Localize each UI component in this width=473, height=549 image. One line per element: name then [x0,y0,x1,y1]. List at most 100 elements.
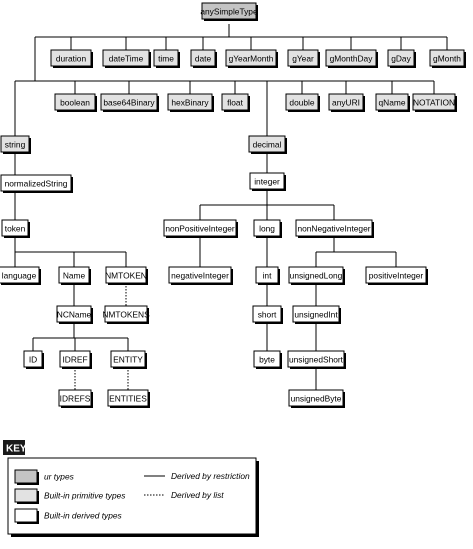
node-box [167,93,213,111]
node-label: decimal [253,139,282,149]
node-box [102,49,150,67]
type-node-gday: gDay [387,49,416,68]
node-box [253,350,281,368]
type-node-gmonthday: gMonthDay [325,49,378,68]
key-restriction-label: Derived by restriction [171,471,250,481]
node-box [292,305,340,323]
key-box [7,457,257,535]
key-list-label: Derived by list [171,490,224,500]
node-box [105,266,147,284]
type-node-notation: NOTATION [412,93,457,112]
node-label: base64Binary [103,97,155,107]
node-label: date [195,53,212,63]
list-derivation-lines [74,283,129,390]
node-box [288,266,344,284]
type-nodes: anySimpleType duration dateTime time date gYe… [0,2,466,408]
node-label: positiveInteger [369,270,424,280]
type-node-nmtoken: NMTOKEN [105,266,148,285]
node-box [248,135,286,153]
node-label: ID [29,354,37,364]
node-box [153,49,179,67]
node-label: gMonth [433,53,461,63]
node-label: language [2,270,37,280]
node-label: string [5,139,26,149]
type-node-positiveinteger: positiveInteger [365,266,428,285]
type-node-date: date [190,49,217,68]
type-node-name: Name [58,266,91,285]
node-label: token [5,223,26,233]
node-box [168,266,232,284]
node-label: gMonthDay [330,53,374,63]
node-box [429,49,465,67]
node-box [190,49,216,67]
type-node-id: ID [23,350,44,369]
type-node-qname: qName [375,93,410,112]
type-node-normalizedstring: normalizedString [0,174,73,193]
key-title-badge [3,440,25,455]
node-box [50,49,92,67]
connector-lines [14,24,448,390]
node-box [365,266,427,284]
type-node-datetime: dateTime [102,49,151,68]
node-label: NCName [57,309,92,319]
type-node-token: token [1,219,30,238]
node-label: anyURI [332,97,360,107]
node-label: NMTOKENS [102,309,150,319]
type-node-unsignedlong: unsignedLong [288,266,345,285]
type-node-language: language [0,266,41,285]
node-box [285,93,319,111]
type-node-int: int [255,266,280,285]
node-label: nonPositiveInteger [165,223,235,233]
node-label: NMTOKEN [105,270,147,280]
node-label: gDay [391,53,411,63]
node-label: unsignedByte [291,393,342,403]
node-label: time [158,53,174,63]
node-label: byte [259,354,275,364]
type-node-long: long [253,219,282,238]
node-label: double [289,97,314,107]
node-label: gYearMonth [229,53,274,63]
node-label: long [259,223,275,233]
key-primitive-swatch [14,488,39,504]
type-node-double: double [285,93,320,112]
node-label: Name [63,270,86,280]
type-node-anyuri: anyURI [328,93,365,112]
type-node-nonnegativeinteger: nonNegativeInteger [295,219,374,238]
type-node-ncname: NCName [56,305,93,324]
node-label: short [258,309,277,319]
node-box [412,93,456,111]
type-node-unsignedint: unsignedInt [292,305,341,324]
type-node-byte: byte [253,350,282,369]
node-label: hexBinary [171,97,209,107]
node-box [288,389,344,407]
node-box [100,93,158,111]
node-box [249,172,285,190]
node-box [23,350,43,368]
node-label: anySimpleType [200,6,258,16]
node-box [387,49,415,67]
node-label: float [227,97,244,107]
node-box [0,266,40,284]
node-label: gYear [292,53,314,63]
node-box [110,350,146,368]
node-box [163,219,237,237]
node-box [325,49,377,67]
type-node-hexbinary: hexBinary [167,93,214,112]
node-box [375,93,409,111]
type-node-decimal: decimal [248,135,287,154]
type-node-boolean: boolean [54,93,97,112]
key-ur-types-swatch [14,469,39,485]
node-box [287,49,319,67]
key-title: KEY [6,444,27,455]
type-node-gyearmonth: gYearMonth [225,49,278,68]
node-box [58,389,92,407]
node-label: dateTime [109,53,144,63]
node-label: unsignedInt [294,309,338,319]
node-label: boolean [60,97,90,107]
node-label: ENTITY [113,354,143,364]
node-label: ENTITIES [109,393,147,403]
type-node-duration: duration [50,49,93,68]
node-label: unsignedLong [290,270,343,280]
node-label: integer [254,176,280,186]
